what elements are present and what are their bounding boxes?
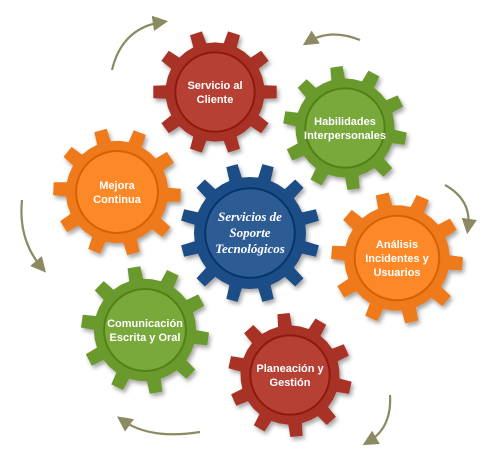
gear-planeacion-gestion-label-line: Gestión (270, 377, 311, 389)
gear-servicio-al-cliente: Servicio al Cliente (153, 31, 277, 153)
arrow-bottom-left-icon (116, 416, 201, 436)
center-gear-hub (204, 187, 296, 279)
gears-layer: Servicio alClienteHabilidadesInterperson… (53, 31, 463, 437)
center-gear-label-line: Servicios de (218, 209, 282, 224)
gear-analisis-incidentes-usuarios-label-line: Análisis (376, 239, 418, 251)
gear-planeacion-gestion: Planeación y Gestión (228, 313, 352, 437)
gear-habilidades-interpersonales-label-line: Interpersonales (304, 130, 386, 142)
arrow-top-left-icon (110, 15, 169, 71)
cycle-arrows (20, 15, 477, 446)
gear-planeacion-gestion-label-line: Planeación y (256, 363, 324, 375)
center-gear-label-line: Tecnológicos (215, 241, 285, 256)
arrow-bottom-right-icon (362, 394, 392, 446)
center-gear-label-line: Soporte (229, 225, 270, 240)
gear-servicio-al-cliente-label-line: Servicio al (187, 80, 242, 92)
gear-mejora-continua-label-line: Continua (93, 194, 142, 206)
gear-comunicacion-escrita-oral-label-line: Escrita y Oral (110, 332, 181, 344)
arrow-top-right-icon (302, 30, 361, 46)
gear-mejora-continua-label-line: Mejora (99, 180, 135, 192)
gear-habilidades-interpersonales-label-line: Habilidades (314, 116, 376, 128)
gear-comunicacion-escrita-oral-hub (103, 288, 187, 372)
gear-comunicacion-escrita-oral-label-line: Comunicación (107, 318, 183, 330)
gear-habilidades-interpersonales-hub (304, 87, 386, 169)
arrow-right-icon (444, 184, 477, 235)
gear-planeacion-gestion-hub (249, 334, 331, 416)
gear-analisis-incidentes-usuarios-hub (353, 214, 441, 302)
arrow-left-icon (20, 199, 47, 273)
gear-mejora-continua-hub (75, 150, 159, 234)
gear-analisis-incidentes-usuarios-label-line: Usuarios (373, 267, 420, 279)
gear-analisis-incidentes-usuarios-label-line: Incidentes y (365, 253, 429, 265)
gear-servicio-al-cliente-hub (174, 51, 256, 133)
gear-servicio-al-cliente-label-line: Cliente (197, 94, 234, 106)
